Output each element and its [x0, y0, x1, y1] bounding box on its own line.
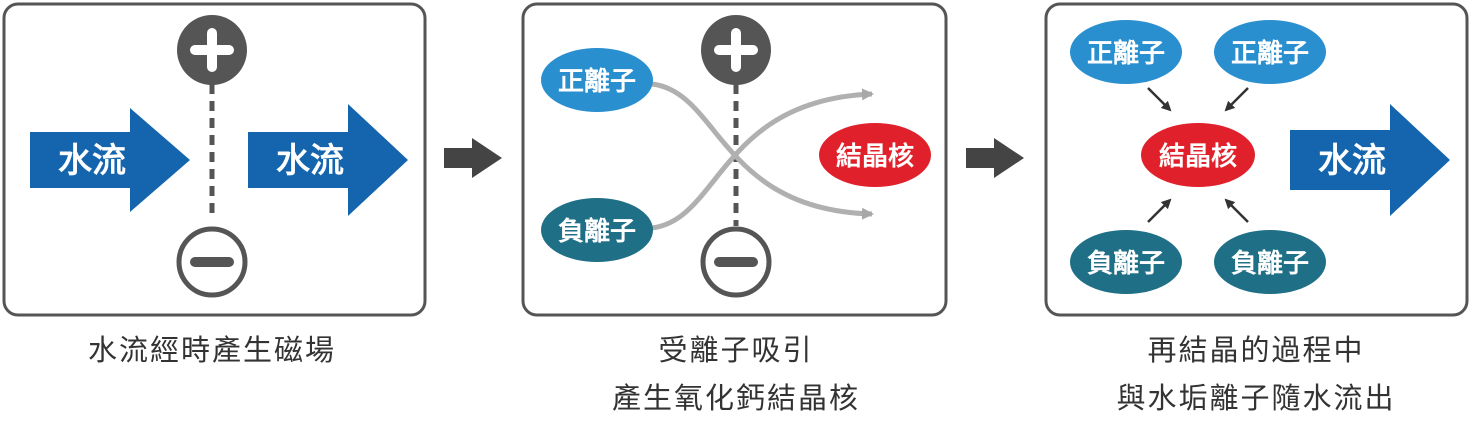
panel-3-caption-line-1: 再結晶的過程中: [1147, 333, 1364, 367]
attract-arrow-icon: [1224, 87, 1249, 112]
ion-path-line: [651, 81, 874, 220]
panel-2-caption-line-2: 產生氧化鈣結晶核: [612, 381, 860, 415]
crystal-nucleus-label: 結晶核: [836, 141, 914, 172]
water-flow-label: 水流: [276, 141, 344, 181]
panel-ion-attraction: 正離子 負離子 結晶核: [521, 2, 948, 317]
panel-recrystallization: 正離子 正離子 負離子 負離子 結晶核 水流: [1044, 2, 1469, 317]
attract-arrow-icon: [1147, 198, 1172, 223]
positive-ion: 正離子: [1214, 20, 1326, 84]
crystal-nucleus-label: 結晶核: [1159, 141, 1237, 172]
negative-ion-label: 負離子: [1087, 248, 1165, 279]
water-flow-arrow: 水流: [248, 104, 408, 216]
negative-ion-label: 負離子: [558, 216, 636, 247]
negative-pole-icon: [176, 226, 248, 298]
positive-pole-icon: [177, 15, 247, 85]
panel-3-caption-line-2: 與水垢離子隨水流出: [1116, 381, 1395, 415]
panel-2-caption-line-1: 受離子吸引: [658, 333, 813, 367]
negative-ion: 負離子: [1214, 230, 1326, 294]
water-flow-arrow: 水流: [1290, 104, 1450, 216]
negative-pole-icon: [700, 226, 772, 298]
positive-ion-label: 正離子: [1087, 38, 1165, 69]
attract-arrow-icon: [1147, 87, 1172, 112]
ion-path-line: [651, 88, 874, 231]
panel-1-caption: 水流經時產生磁場: [88, 333, 336, 367]
negative-ion: 負離子: [541, 198, 653, 262]
step-arrow-icon: [966, 138, 1024, 178]
crystal-nucleus: 結晶核: [819, 123, 931, 187]
water-flow-label: 水流: [1318, 141, 1386, 181]
positive-ion: 正離子: [1070, 20, 1182, 84]
attract-arrow-icon: [1224, 198, 1249, 223]
positive-pole-icon: [701, 15, 771, 85]
negative-ion-label: 負離子: [1231, 248, 1309, 279]
crystal-nucleus: 結晶核: [1141, 123, 1255, 187]
positive-ion-label: 正離子: [558, 66, 636, 97]
positive-ion-label: 正離子: [1231, 38, 1309, 69]
panel-magnetic-field: 水流 水流: [2, 2, 427, 317]
positive-ion: 正離子: [541, 48, 653, 112]
water-flow-label: 水流: [58, 141, 126, 181]
water-flow-arrow: 水流: [30, 108, 190, 212]
step-arrow-icon: [444, 138, 502, 178]
negative-ion: 負離子: [1070, 230, 1182, 294]
